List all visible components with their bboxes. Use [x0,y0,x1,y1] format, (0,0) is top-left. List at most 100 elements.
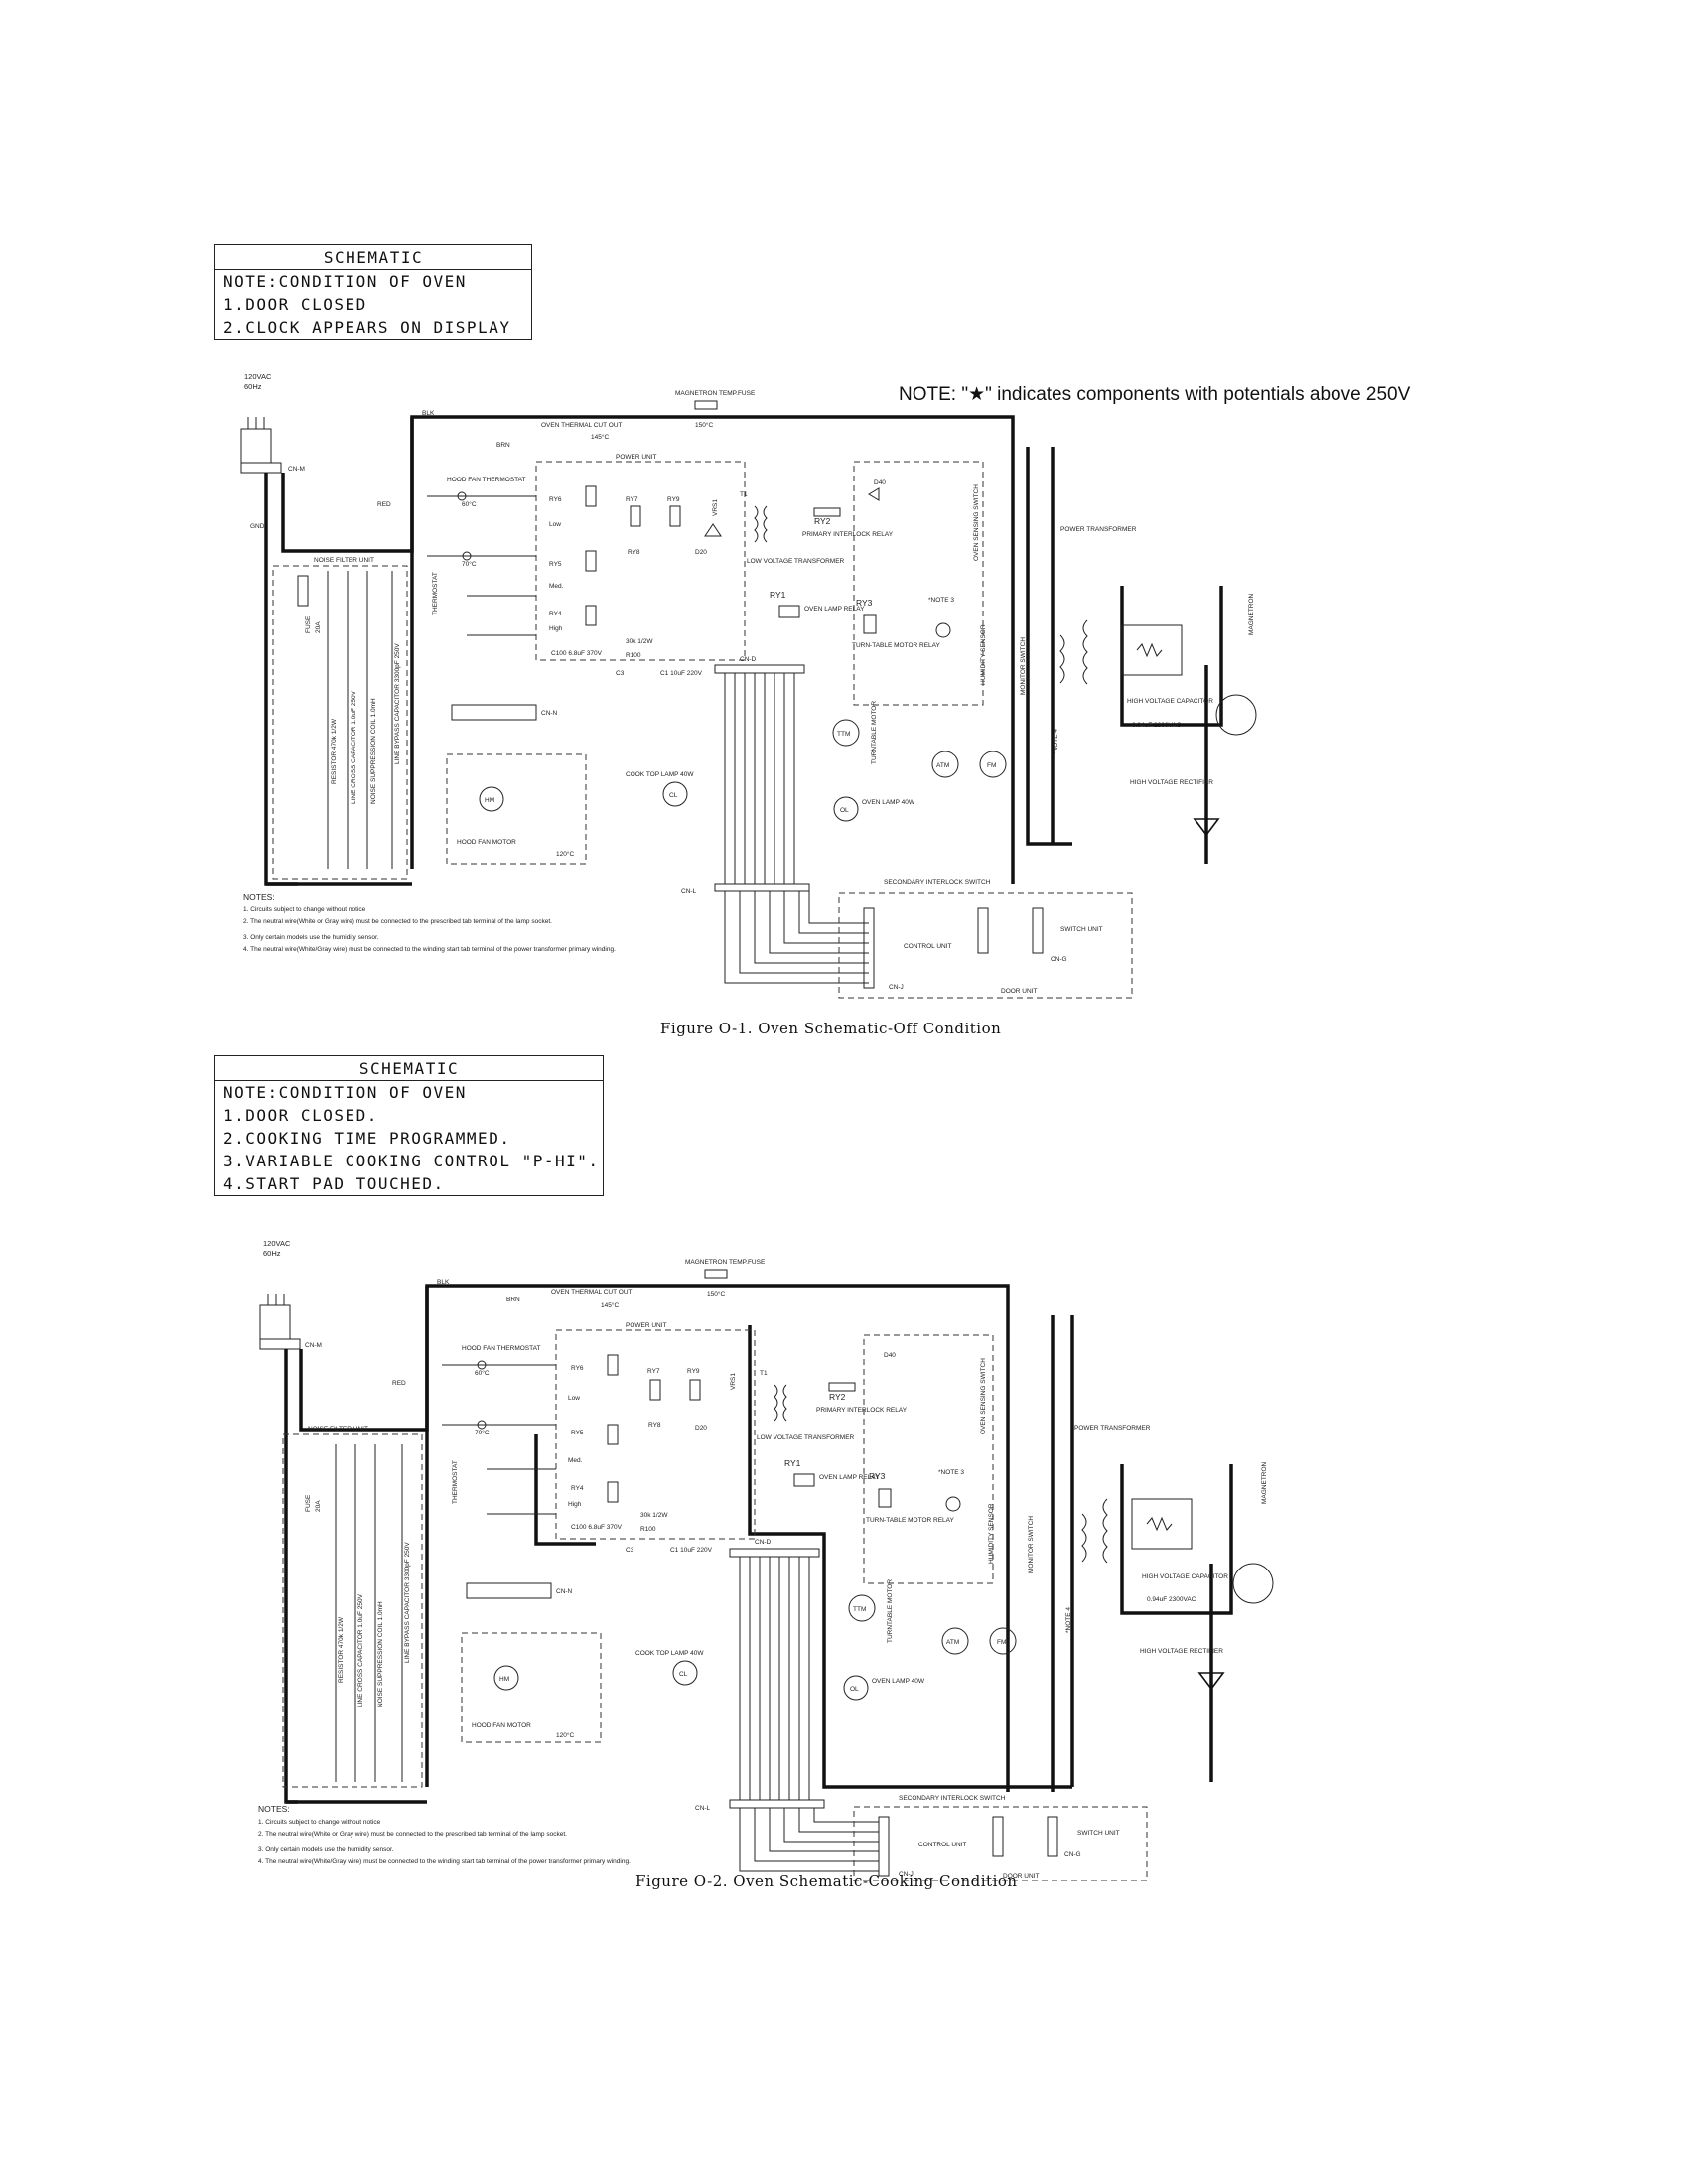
turntable-motor-label: TURNTABLE MOTOR [887,1579,894,1643]
magnetron-symbol [1215,694,1257,736]
power-unit-label: POWER UNIT [616,454,657,461]
notes-box-figure-2: SCHEMATIC NOTE:CONDITION OF OVEN 1.DOOR … [214,1055,604,1196]
med-label: Med. [568,1457,583,1464]
noise-filter-unit: NOISE FILTER UNIT FUSE 20A RESISTOR 470k… [282,1426,423,1788]
thermostat-label: THERMOSTAT [432,572,439,615]
cn-l-label: CN-L [681,888,697,895]
cn-d-label: CN-D [740,656,757,663]
c3-label: C3 [616,670,625,677]
resistor-label: RESISTOR 470k 1/2W [331,718,338,784]
ry6-label: RY6 [549,496,562,503]
d40-label: D40 [874,479,886,486]
t120-label: 120°C [556,850,574,858]
notes-line: NOTE:CONDITION OF OVEN [223,1083,467,1102]
hv-cap-rating-label: 0.94uF 2300VAC [1147,1596,1196,1603]
hood-fan-thermostat-label: HOOD FAN THERMOSTAT [447,477,525,483]
t120-label: 120°C [556,1731,574,1739]
r100-label: R100 [640,1526,656,1533]
t145-label: 145°C [591,433,609,441]
schematic-figure-2: 120VAC 60Hz CN-M NOISE FILTER UNIT FUSE … [258,1239,1274,1881]
note4-label: *NOTE 4 [1053,729,1059,754]
wire-blk-label: BLK [437,1279,450,1286]
ry6-label: RY6 [571,1365,584,1372]
c100-label: C100 6.8uF 370V [551,650,603,657]
door-unit-label: DOOR UNIT [1001,988,1038,995]
secondary-interlock-switch-label: SECONDARY INTERLOCK SWITCH [884,879,991,886]
ry9-label: RY9 [667,496,680,503]
harness: CN-D CN-L CONTROL UNIT SWITCH UNIT DOOR … [695,1539,1148,1881]
c100-label: C100 6.8uF 370V [571,1524,623,1531]
cn-g-label: CN-G [1064,1851,1081,1858]
noise-filter-unit: NOISE FILTER UNIT FUSE 20A RESISTOR 470k… [272,557,408,880]
wire-brn-label: BRN [506,1297,520,1303]
figure-1-caption: Figure O-1. Oven Schematic-Off Condition [660,1020,1002,1037]
ol-label: OL [840,807,849,814]
figure-2-caption: Figure O-2. Oven Schematic-Cooking Condi… [635,1872,1018,1890]
footnotes-heading: NOTES: [243,892,275,902]
motors: TTM TURNTABLE MOTOR ATM FM OL OVEN LAMP … [461,1579,1017,1743]
t145-label: 145°C [601,1301,619,1309]
cn-n-label: CN-N [556,1588,573,1595]
oven-lamp-relay-label: OVEN LAMP RELAY [819,1474,880,1481]
magnetron-symbol [1232,1563,1274,1604]
notes-line: 2.COOKING TIME PROGRAMMED. [223,1129,511,1148]
notes-line: 3.VARIABLE COOKING CONTROL "P-HI". [223,1152,600,1170]
notes-line: NOTE:CONDITION OF OVEN [223,272,467,291]
cl-label: CL [669,792,678,799]
magnetron-temp-fuse-label: MAGNETRON TEMP.FUSE [685,1259,766,1266]
low-label: Low [568,1395,580,1402]
t150-label: 150°C [707,1290,725,1297]
notes-line: 1.DOOR CLOSED. [223,1106,378,1125]
t70-label: 70°C [475,1429,490,1436]
ry4-label: RY4 [571,1485,584,1492]
wire-brn-label: BRN [496,442,510,449]
ttm-label: TTM [853,1606,866,1613]
oven-sensing-switch-label: OVEN SENSING SWITCH [973,484,980,561]
ry2-label: RY2 [814,516,831,526]
ry2-label: RY2 [829,1392,846,1402]
noise-filter-label: NOISE FILTER UNIT [314,557,374,564]
oven-lamp-label: OVEN LAMP 40W [872,1678,925,1685]
resistor-label: RESISTOR 470k 1/2W [338,1616,345,1683]
switch-unit-label: SWITCH UNIT [1077,1830,1120,1837]
noise-filter-label: NOISE FILTER UNIT [308,1426,368,1433]
oven-sensing-switch-label: OVEN SENSING SWITCH [980,1358,987,1434]
vrs1-label: VRS1 [712,499,719,516]
med-label: Med. [549,583,564,590]
footnotes-heading: NOTES: [258,1804,290,1814]
power-plug: 120VAC 60Hz CN-M [259,1239,322,1350]
cn-n-label: CN-N [541,710,558,717]
ry9-label: RY9 [687,1368,700,1375]
notes-line: 1.DOOR CLOSED [223,295,367,314]
footnote-item: 3. Only certain models use the humidity … [243,934,379,941]
control-unit-label: CONTROL UNIT [918,1842,967,1848]
footnote-item: 2. The neutral wire(White or Gray wire) … [243,918,552,925]
footnote-item: 2. The neutral wire(White or Gray wire) … [258,1831,567,1838]
hm-label: HM [485,797,494,804]
cn-j-label: CN-J [899,1871,914,1878]
fm-label: FM [997,1639,1006,1646]
vrs1-label: VRS1 [730,1373,737,1390]
fuse-symbol [297,575,309,607]
hood-fan-motor-label: HOOD FAN MOTOR [472,1722,531,1729]
r30k-label: 30k 1/2W [640,1512,668,1519]
t1-label: T1 [760,1370,768,1377]
power-unit: POWER UNIT HOOD FAN THERMOSTAT 60°C THER… [442,1322,756,1554]
c1-label: C1 10uF 220V [670,1547,713,1554]
ry4-label: RY4 [549,611,562,617]
fuse-label: FUSE [305,615,312,633]
r100-label: R100 [626,652,641,659]
footnotes-figure-2: NOTES: 1. Circuits subject to change wit… [258,1804,631,1865]
line-cross-cap-label: LINE CROSS CAPACITOR 1.0uF 250V [357,1593,364,1707]
relay-section: T1 LOW VOLTAGE TRANSFORMER RY1 OVEN LAMP… [757,1334,995,1584]
power-unit: POWER UNIT HOOD FAN THERMOSTAT 60°C THER… [427,454,746,677]
relay-section: T1 LOW VOLTAGE TRANSFORMER RY1 OVEN LAMP… [740,461,987,706]
power-transformer-label: POWER TRANSFORMER [1074,1425,1151,1432]
footnote-item: 1. Circuits subject to change without no… [243,906,366,913]
high-voltage-capacitor-label: HIGH VOLTAGE CAPACITOR [1142,1573,1228,1580]
fuse-rating-label: 20A [315,1500,322,1512]
footnotes-figure-1: NOTES: 1. Circuits subject to change wit… [243,892,616,953]
monitor-switch-label: MONITOR SWITCH [1028,1516,1035,1573]
turntable-motor-relay-label: TURN-TABLE MOTOR RELAY [866,1517,955,1524]
oven-thermal-cutout-label: OVEN THERMAL CUT OUT [541,422,623,429]
